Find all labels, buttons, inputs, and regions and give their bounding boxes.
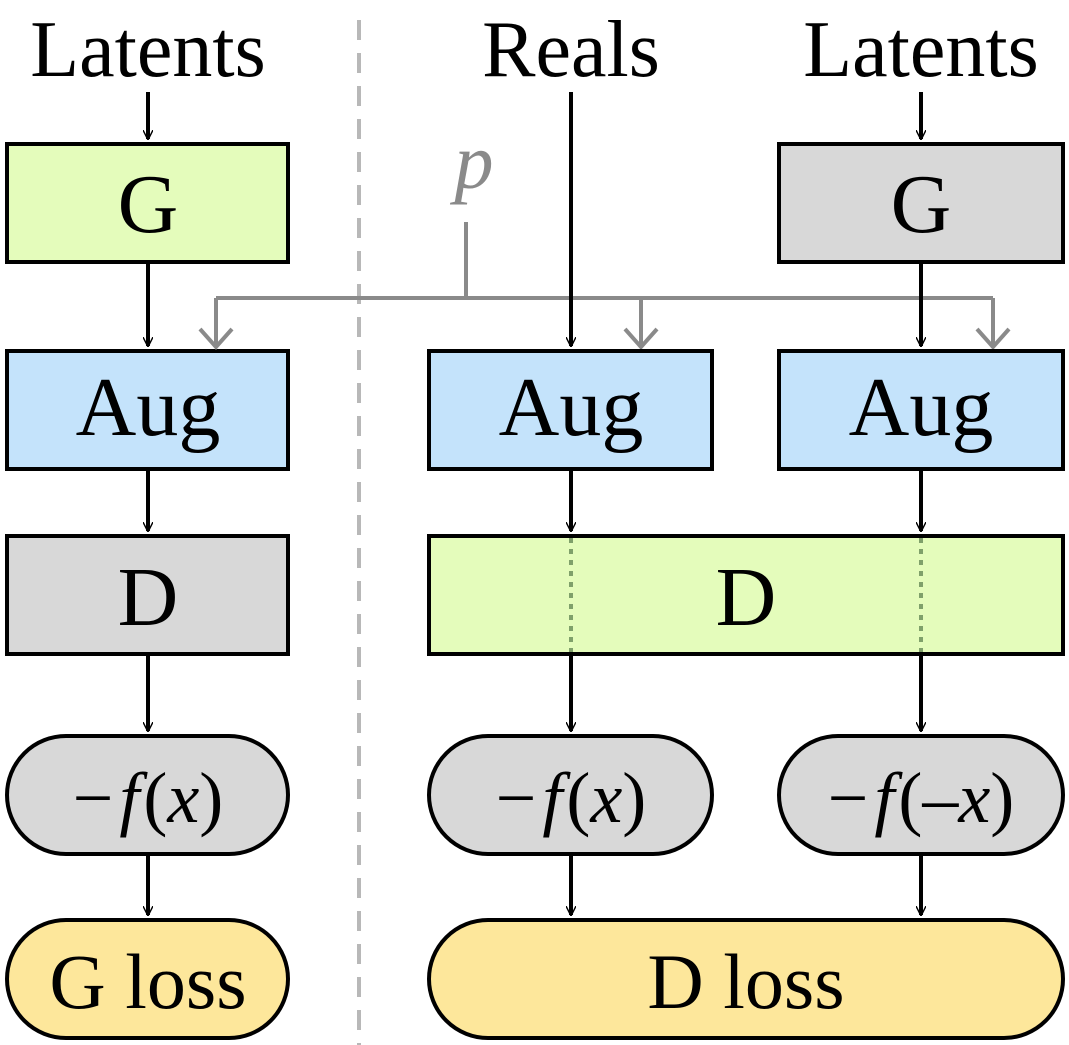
right-augment-fakes-box [777, 349, 1065, 471]
right-nonlinearity-reals-label: −f(x) [496, 758, 647, 838]
right-discriminator-box [427, 534, 1065, 656]
right-discriminator-label: D [716, 551, 777, 644]
left-generator-label: G [118, 158, 179, 251]
p-arrowhead-reals [623, 327, 659, 351]
right-reals-label: Reals [482, 6, 660, 94]
left-augment-box [5, 349, 290, 471]
left-nonlinearity-label: −f(x) [73, 758, 224, 838]
p-arrowhead-left [198, 327, 234, 351]
right-generator-box [777, 142, 1065, 264]
right-loss-label: D loss [647, 938, 844, 1025]
right-generator-label: G [891, 158, 952, 251]
right-nonlinearity-fakes-label: −f(–x) [828, 758, 1015, 838]
right-loss-box [427, 918, 1065, 1040]
left-discriminator-label: D [118, 551, 179, 644]
right-augment-reals-label: Aug [499, 361, 644, 454]
augment-probability-label: p [450, 118, 494, 205]
right-augment-reals-box [427, 349, 714, 471]
right-latents-label: Latents [803, 6, 1038, 94]
left-latents-label: Latents [30, 6, 265, 94]
left-generator-box [5, 142, 290, 264]
left-loss-box [5, 918, 290, 1040]
p-arrowhead-fakes [975, 327, 1011, 351]
left-augment-label: Aug [76, 361, 221, 454]
left-loss-label: G loss [49, 938, 246, 1025]
right-augment-fakes-label: Aug [849, 361, 994, 454]
